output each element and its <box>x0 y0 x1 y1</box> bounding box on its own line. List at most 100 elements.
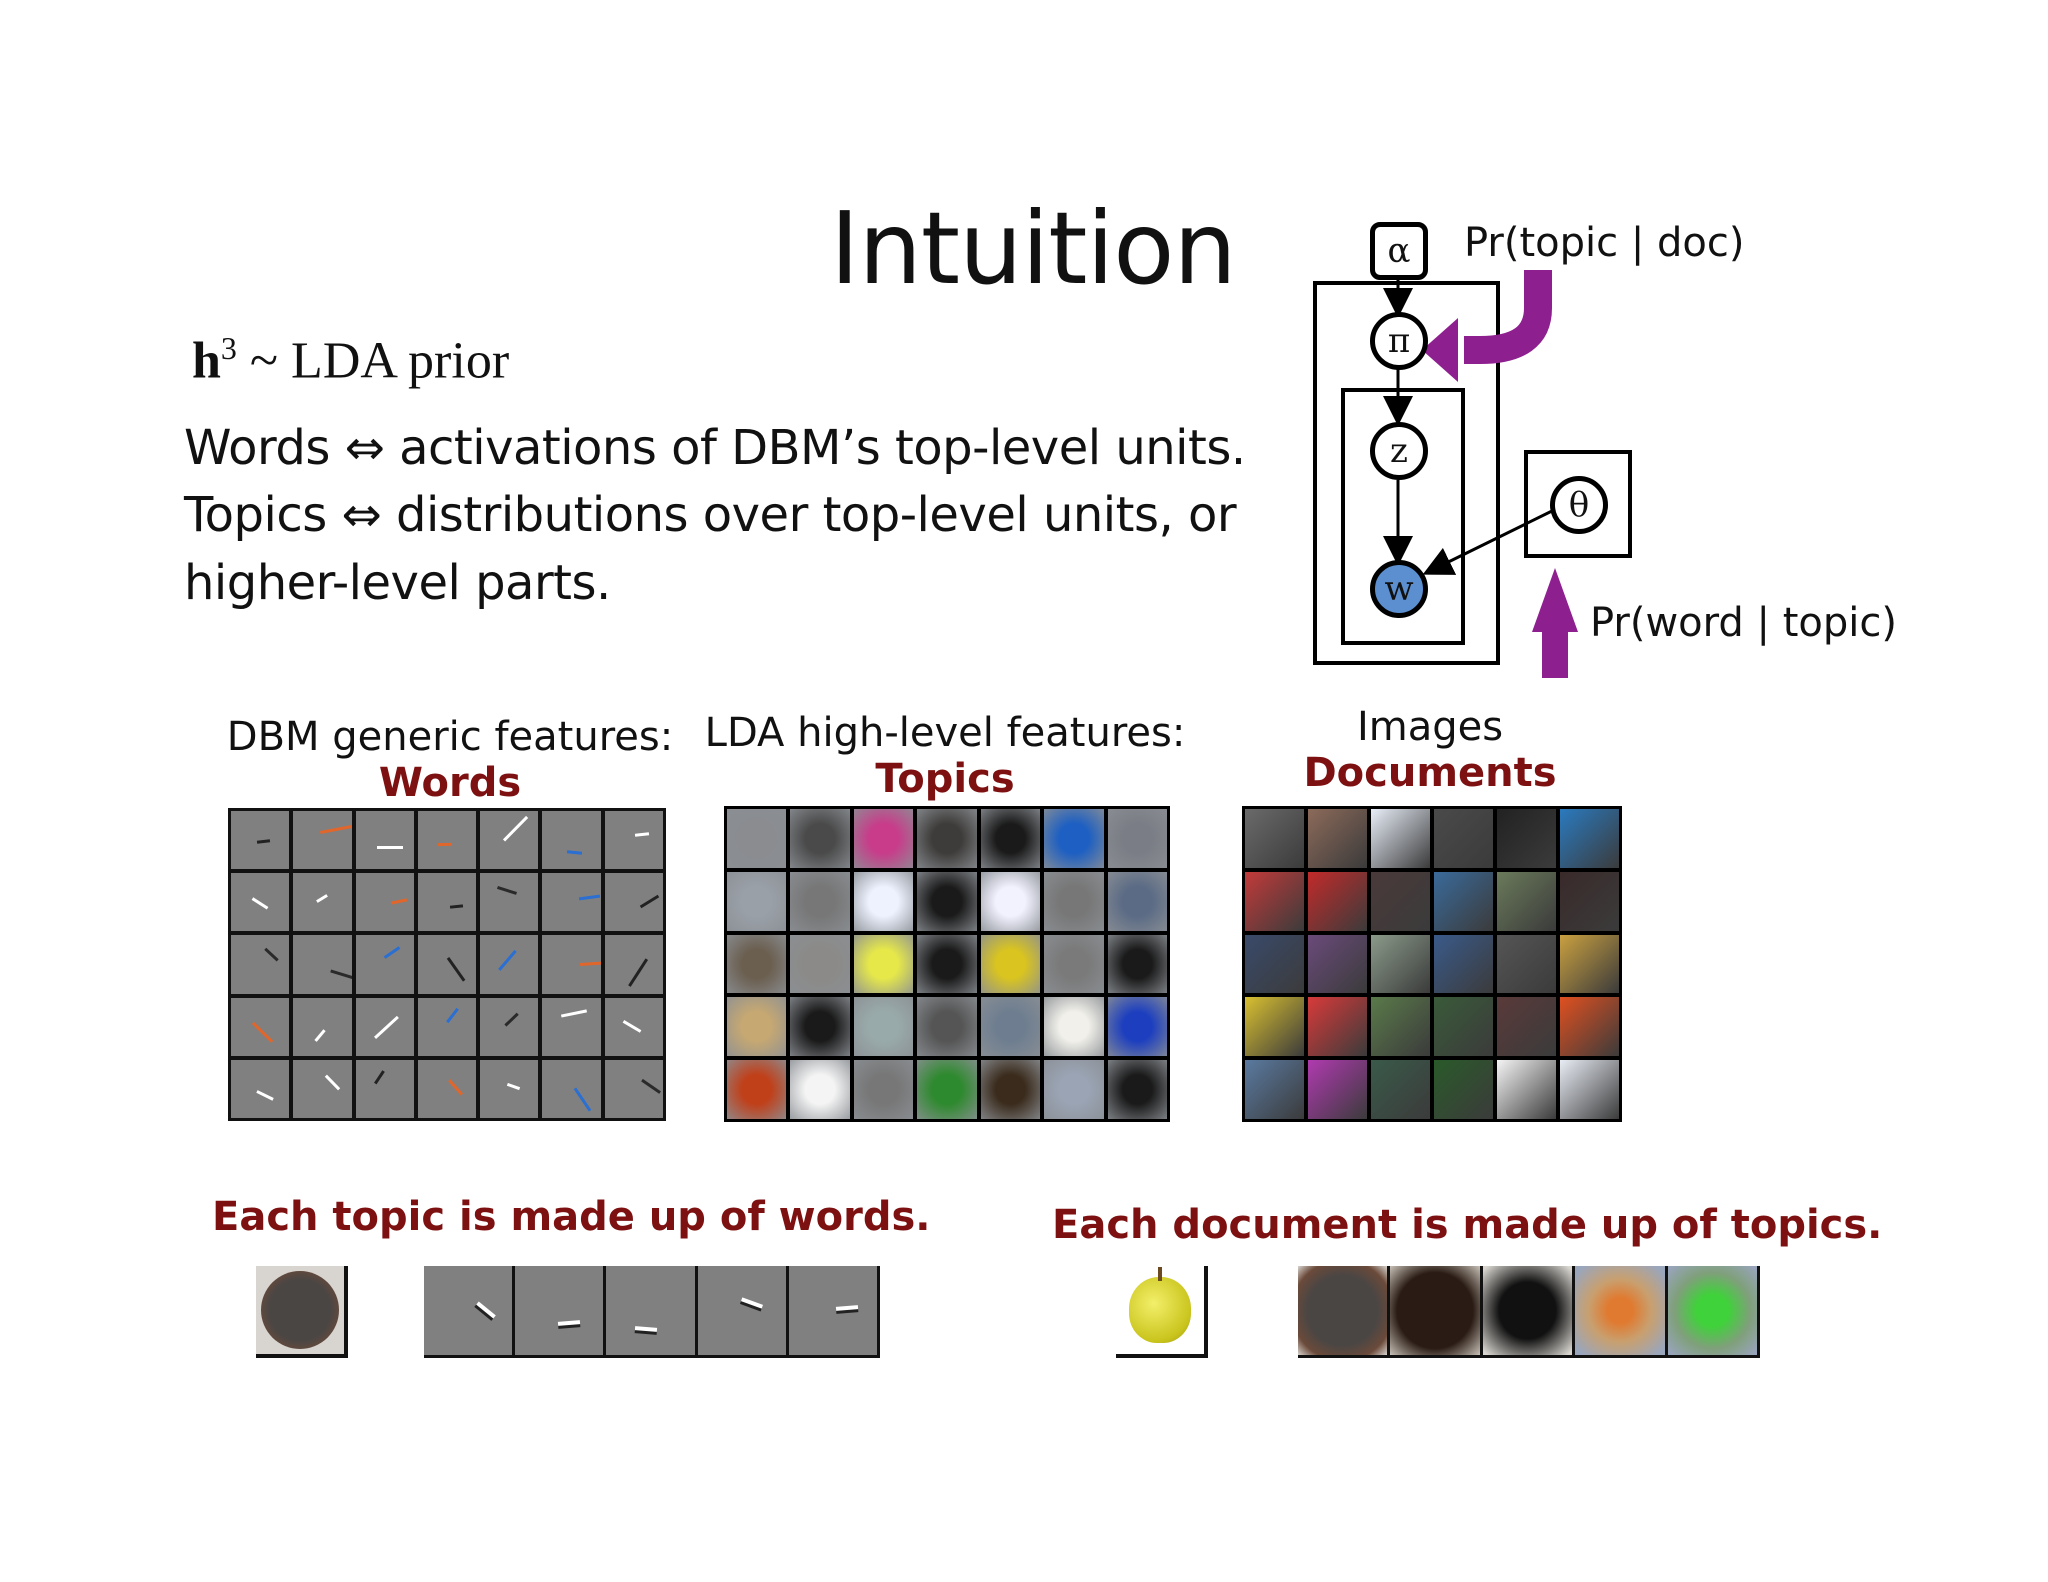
topic-feature-tile <box>853 1060 914 1119</box>
z-symbol: z <box>1390 431 1408 471</box>
arrow-topic-doc <box>1464 270 1552 364</box>
word-filter-tile <box>293 997 352 1056</box>
word-filter-tile <box>293 935 352 994</box>
word-filter-tile <box>480 997 539 1056</box>
document-image-tile <box>1371 997 1430 1057</box>
topic-feature-tile <box>853 871 914 931</box>
w-node: w <box>1370 560 1428 618</box>
word-filter-tile <box>417 1059 477 1118</box>
topic-feature-tile <box>727 934 787 994</box>
word-filter-tile <box>480 1059 539 1118</box>
document-image-tile <box>1497 1060 1556 1119</box>
topic-feature-tile <box>980 997 1041 1057</box>
document-image-tile <box>1434 997 1493 1057</box>
document-image-tile <box>1371 1060 1430 1119</box>
word-filter-tile <box>355 935 414 994</box>
topic-feature-tile <box>1107 1060 1167 1119</box>
alpha-symbol: α <box>1387 231 1411 271</box>
document-image-tile <box>1308 934 1367 994</box>
word-filter-tile <box>355 997 414 1056</box>
theta-node: θ <box>1550 476 1608 534</box>
word-filter-tile <box>542 997 601 1056</box>
prior-superscript: 3 <box>220 330 237 366</box>
words-caption: DBM generic features: Words <box>200 714 700 806</box>
document-image-tile <box>1434 809 1493 868</box>
word-filter-tile <box>604 997 663 1056</box>
topic-feature-tile <box>1044 997 1104 1057</box>
alpha-node: α <box>1370 222 1428 280</box>
document-image-tile <box>1434 934 1493 994</box>
arrow-word-topic <box>1542 630 1568 678</box>
topic-feature-tile <box>1107 871 1167 931</box>
word-plate <box>1341 388 1465 645</box>
word-filter-tile <box>604 873 663 932</box>
topic-feature-tile <box>917 809 977 868</box>
document-image-tile <box>1497 809 1556 868</box>
body-line-words: Words ⇔ activations of DBM’s top-level u… <box>184 420 1246 476</box>
word-filter-tile <box>480 935 539 994</box>
topic-feature-tile <box>1107 997 1167 1057</box>
z-node: z <box>1370 422 1428 480</box>
word-filter-tile <box>231 935 290 994</box>
topic-tile-image <box>256 1266 344 1354</box>
topics-caption: LDA high-level features: Topics <box>700 710 1190 802</box>
word-filter-tile <box>480 873 539 932</box>
word-filter-tile <box>542 1059 601 1118</box>
documents-caption-text: Images <box>1356 704 1504 750</box>
topic-feature-tile <box>853 997 914 1057</box>
apple-icon <box>1129 1267 1191 1343</box>
document-image-tile <box>1245 997 1304 1057</box>
words-caption-text: DBM generic features: <box>226 714 674 760</box>
topic-feature-tile <box>1107 809 1167 868</box>
w-symbol: w <box>1384 569 1414 609</box>
topic-feature-tile <box>1575 1266 1665 1355</box>
document-image-tile <box>1497 871 1556 931</box>
page-title: Intuition <box>830 190 1237 307</box>
topic-feature-tile <box>790 871 850 931</box>
document-image-tile <box>1308 871 1367 931</box>
documents-caption: Images Documents <box>1270 704 1590 796</box>
word-filter-tile <box>480 811 539 870</box>
topic-feature-tile <box>853 809 914 868</box>
document-image-tile <box>1308 1060 1367 1119</box>
prior-formula: h3 ~ LDA prior <box>192 330 509 390</box>
topic-feature-tile <box>1044 809 1104 868</box>
document-image-tile <box>1434 871 1493 931</box>
words-highlight: Words <box>378 760 522 806</box>
document-image-tile <box>1434 1060 1493 1119</box>
word-filter-tile <box>293 873 352 932</box>
word-filter-tile <box>231 811 290 870</box>
word-filter-tile <box>542 873 601 932</box>
document-image-tile <box>1245 1060 1304 1119</box>
document-image-tile <box>1245 871 1304 931</box>
word-filter-tile <box>788 1266 878 1355</box>
theta-symbol: θ <box>1568 485 1590 525</box>
topic-feature-tile <box>1667 1266 1758 1355</box>
topics-highlight: Topics <box>875 756 1015 802</box>
word-filter-tile <box>417 873 477 932</box>
topic-feature-tile <box>917 871 977 931</box>
topic-feature-tile <box>1107 934 1167 994</box>
word-filter-tile <box>231 873 290 932</box>
topic-feature-tile <box>790 997 850 1057</box>
document-image-tile <box>1560 1060 1619 1119</box>
documents-highlight: Documents <box>1303 750 1557 796</box>
topic-feature-tile <box>790 1060 850 1119</box>
word-filter-tile <box>417 935 477 994</box>
example-topic-strip <box>1298 1266 1760 1358</box>
word-filter-tile <box>293 1059 352 1118</box>
word-filter-tile <box>355 1059 414 1118</box>
document-image-tile <box>1371 934 1430 994</box>
word-filter-tile <box>293 811 352 870</box>
prior-rest: ~ LDA prior <box>249 332 510 390</box>
topic-feature-tile <box>917 997 977 1057</box>
lda-graphical-model: α π z w θ Pr(topic | doc) Pr(word | topi… <box>1310 220 1950 680</box>
example-word-strip <box>424 1266 880 1358</box>
topic-feature-tile <box>1482 1266 1573 1355</box>
topic-feature-tile <box>1044 871 1104 931</box>
topics-caption-text: LDA high-level features: <box>704 710 1186 756</box>
word-filter-tile <box>424 1266 513 1355</box>
example-topic-tile <box>256 1266 348 1358</box>
document-image-tile <box>1497 997 1556 1057</box>
document-image-tile <box>1245 934 1304 994</box>
